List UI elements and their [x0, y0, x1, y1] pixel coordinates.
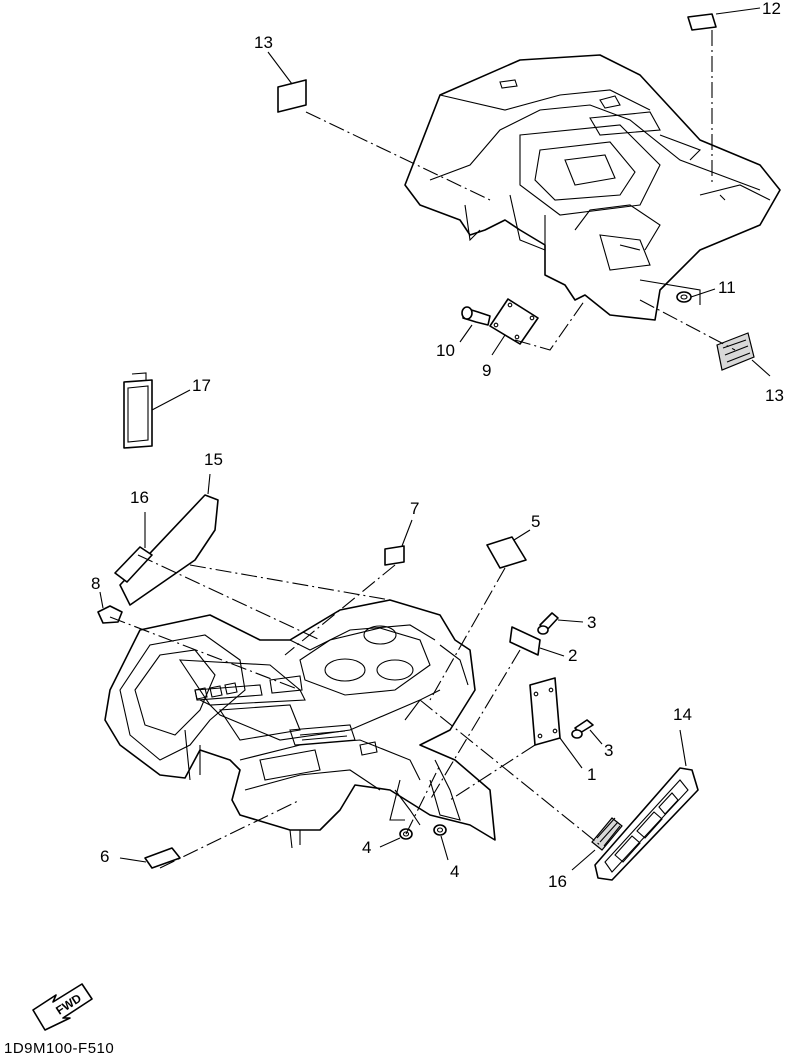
decal-12: [687, 13, 717, 31]
emblem-14: [594, 767, 699, 881]
callout-4-right: 4: [450, 862, 459, 881]
fwd-arrow-icon: FWD: [32, 983, 93, 1031]
callout-16-left: 16: [130, 488, 149, 507]
washer-11: [676, 291, 692, 303]
callout-14: 14: [673, 705, 692, 724]
callout-10: 10: [436, 341, 455, 360]
callout-4-left: 4: [362, 838, 371, 857]
decal-6: [144, 847, 181, 869]
washer-4-right: [433, 824, 447, 836]
callout-6: 6: [100, 847, 109, 866]
callout-13-upper: 13: [254, 33, 273, 52]
assembly-lines: [109, 30, 736, 869]
diagram-code: 1D9M100-F510: [4, 1040, 114, 1057]
leader-lines: [99, 7, 771, 871]
rear-fender: [404, 54, 781, 321]
bolt-10: [461, 306, 491, 326]
bolt-3-upper: [537, 612, 559, 635]
plate-1: [529, 677, 561, 746]
callout-3-upper: 3: [587, 613, 596, 632]
callout-9: 9: [482, 361, 491, 380]
callout-15: 15: [204, 450, 223, 469]
callout-17: 17: [192, 376, 211, 395]
callout-12: 12: [762, 0, 781, 18]
callout-11: 11: [718, 278, 736, 297]
callout-labels: 12 13 11 10 9 13 17 15 16 7 5 8 3 2 14 3…: [91, 0, 784, 891]
callout-5: 5: [531, 512, 540, 531]
callout-7: 7: [410, 499, 419, 518]
callout-2: 2: [568, 646, 577, 665]
decal-15: [119, 494, 219, 606]
decal-16-right: [591, 817, 623, 851]
decal-13-lower: [716, 332, 755, 371]
plate-9: [489, 298, 539, 345]
callout-8: 8: [91, 574, 100, 593]
decal-5: [486, 536, 527, 569]
plate-2: [509, 626, 541, 656]
callout-16-right: 16: [548, 872, 567, 891]
decal-7: [384, 545, 405, 566]
decal-17: [123, 372, 153, 449]
callout-1: 1: [587, 765, 596, 784]
decal-16-left: [114, 546, 153, 583]
decal-13-upper: [277, 79, 307, 113]
callout-3-lower: 3: [604, 741, 613, 760]
bolt-3-lower: [571, 719, 594, 739]
front-fender: [104, 599, 496, 849]
callout-13-lower: 13: [765, 386, 784, 405]
